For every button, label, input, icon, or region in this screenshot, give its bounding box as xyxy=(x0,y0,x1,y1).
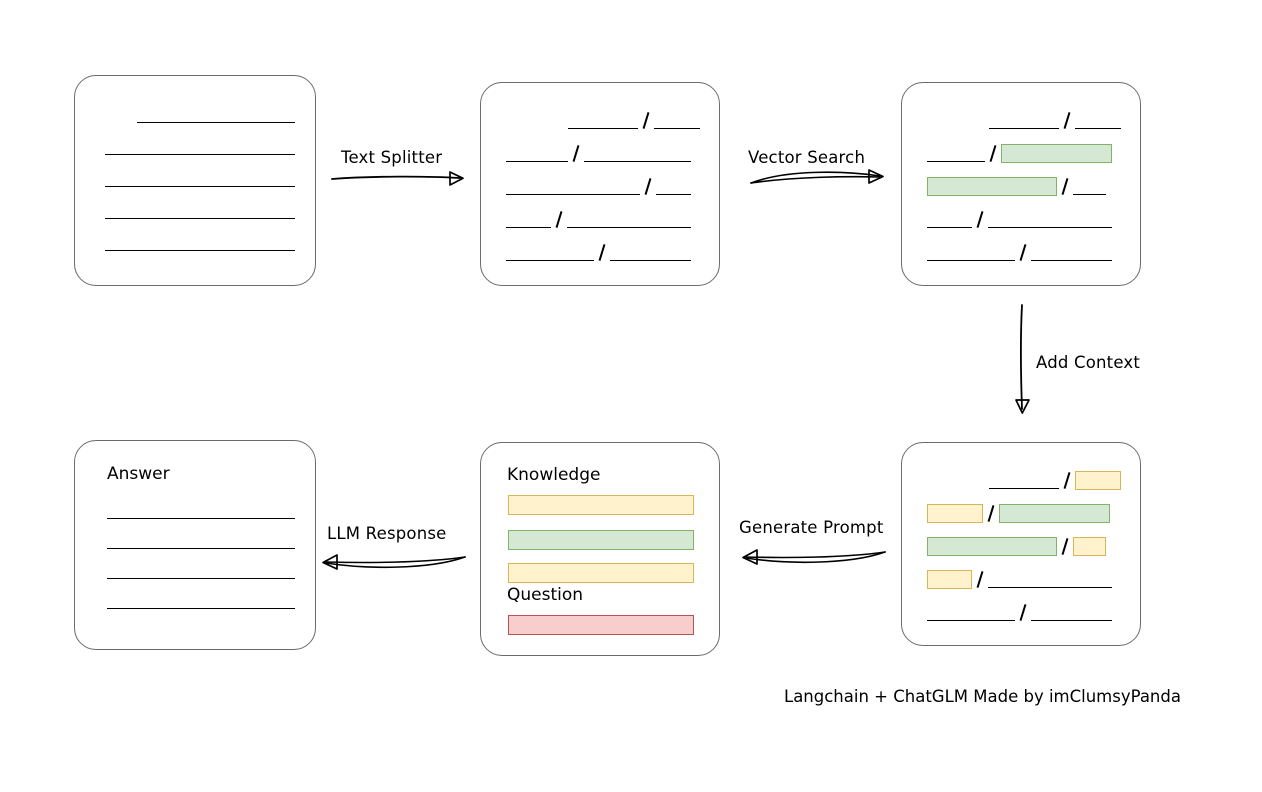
arrow-label-vector-search: Vector Search xyxy=(748,148,866,167)
context-document-box[interactable] xyxy=(901,442,1141,646)
context-chunk-highlight xyxy=(927,570,972,589)
chunk-row xyxy=(927,111,1122,131)
footer-credit: Langchain + ChatGLM Made by imClumsyPand… xyxy=(784,687,1181,706)
chunk-row xyxy=(927,177,1122,197)
source-document-lines xyxy=(75,76,315,285)
arrow-label-llm-response: LLM Response xyxy=(327,524,447,543)
answer-box-content: Answer xyxy=(75,441,315,649)
answer-title: Answer xyxy=(107,464,170,484)
chunk-separator-icon xyxy=(1019,244,1027,261)
chunk-separator-icon xyxy=(598,244,606,261)
chunk-row xyxy=(506,243,701,263)
chunk-segment xyxy=(1075,128,1121,129)
chunk-segment xyxy=(988,587,1112,588)
retrieved-document-lines xyxy=(902,83,1140,285)
chunk-row xyxy=(506,144,701,164)
chunk-segment xyxy=(654,128,700,129)
retrieved-chunk-highlight xyxy=(927,177,1057,196)
chunk-segment xyxy=(506,194,640,195)
chunk-separator-icon xyxy=(642,112,650,129)
knowledge-bar xyxy=(508,495,694,515)
chunk-separator-icon xyxy=(989,145,997,162)
knowledge-bar xyxy=(508,563,694,583)
chunk-segment xyxy=(610,260,691,261)
chunk-segment xyxy=(568,128,638,129)
document-line xyxy=(105,154,295,155)
chunk-segment xyxy=(989,488,1059,489)
answer-box[interactable]: Answer xyxy=(74,440,316,650)
chunk-separator-icon xyxy=(976,571,984,588)
chunk-row xyxy=(927,243,1122,263)
chunk-row xyxy=(506,177,701,197)
chunk-segment xyxy=(927,227,972,228)
answer-line xyxy=(107,608,295,609)
split-document-box[interactable] xyxy=(480,82,720,286)
arrow-label-generate-prompt: Generate Prompt xyxy=(739,518,884,537)
chunk-segment xyxy=(656,194,691,195)
chunk-segment xyxy=(506,161,568,162)
context-document-lines xyxy=(902,443,1140,645)
question-bar xyxy=(508,615,694,635)
chunk-separator-icon xyxy=(572,145,580,162)
chunk-row xyxy=(927,471,1122,491)
answer-line xyxy=(107,578,295,579)
chunk-row xyxy=(927,504,1122,524)
chunk-segment xyxy=(927,161,985,162)
chunk-segment xyxy=(989,128,1059,129)
context-chunk-highlight xyxy=(1075,471,1121,490)
context-chunk-highlight xyxy=(999,504,1110,523)
retrieved-chunk-highlight xyxy=(1001,144,1112,163)
chunk-segment xyxy=(1031,620,1112,621)
chunk-segment xyxy=(927,260,1015,261)
arrow-label-add-context: Add Context xyxy=(1036,353,1141,372)
generate-prompt-arrow xyxy=(742,549,886,565)
chunk-row xyxy=(927,144,1122,164)
chunk-separator-icon xyxy=(1063,472,1071,489)
chunk-separator-icon xyxy=(987,505,995,522)
document-line xyxy=(105,250,295,251)
add-context-arrow xyxy=(1015,304,1030,414)
answer-line xyxy=(107,548,295,549)
chunk-separator-icon xyxy=(976,211,984,228)
retrieved-document-box[interactable] xyxy=(901,82,1141,286)
vector-search-arrow xyxy=(750,169,884,184)
chunk-row xyxy=(506,210,701,230)
text-splitter-arrow xyxy=(331,171,464,186)
knowledge-title: Knowledge xyxy=(507,465,601,485)
chunk-segment xyxy=(988,227,1112,228)
document-line xyxy=(105,218,295,219)
chunk-segment xyxy=(506,260,594,261)
arrow-label-text-splitter: Text Splitter xyxy=(341,148,443,167)
document-line xyxy=(137,122,295,123)
split-document-lines xyxy=(481,83,719,285)
chunk-separator-icon xyxy=(644,178,652,195)
answer-line xyxy=(107,518,295,519)
context-chunk-highlight xyxy=(927,537,1057,556)
knowledge-bar xyxy=(508,530,694,550)
chunk-row xyxy=(927,570,1122,590)
chunk-segment xyxy=(584,161,691,162)
chunk-separator-icon xyxy=(1019,604,1027,621)
chunk-segment xyxy=(1073,194,1106,195)
chunk-row xyxy=(927,210,1122,230)
chunk-row xyxy=(927,603,1122,623)
chunk-segment xyxy=(567,227,691,228)
llm-response-arrow xyxy=(322,554,466,570)
source-document-box[interactable] xyxy=(74,75,316,286)
chunk-separator-icon xyxy=(555,211,563,228)
context-chunk-highlight xyxy=(927,504,983,523)
prompt-box[interactable]: Knowledge Question xyxy=(480,442,720,656)
chunk-segment xyxy=(506,227,551,228)
context-chunk-highlight xyxy=(1073,537,1106,556)
chunk-separator-icon xyxy=(1061,538,1069,555)
question-title: Question xyxy=(507,585,584,605)
prompt-box-content: Knowledge Question xyxy=(481,443,719,655)
chunk-row xyxy=(506,111,701,131)
document-line xyxy=(105,186,295,187)
chunk-segment xyxy=(927,620,1015,621)
chunk-separator-icon xyxy=(1063,112,1071,129)
chunk-row xyxy=(927,537,1122,557)
chunk-separator-icon xyxy=(1061,178,1069,195)
chunk-segment xyxy=(1031,260,1112,261)
